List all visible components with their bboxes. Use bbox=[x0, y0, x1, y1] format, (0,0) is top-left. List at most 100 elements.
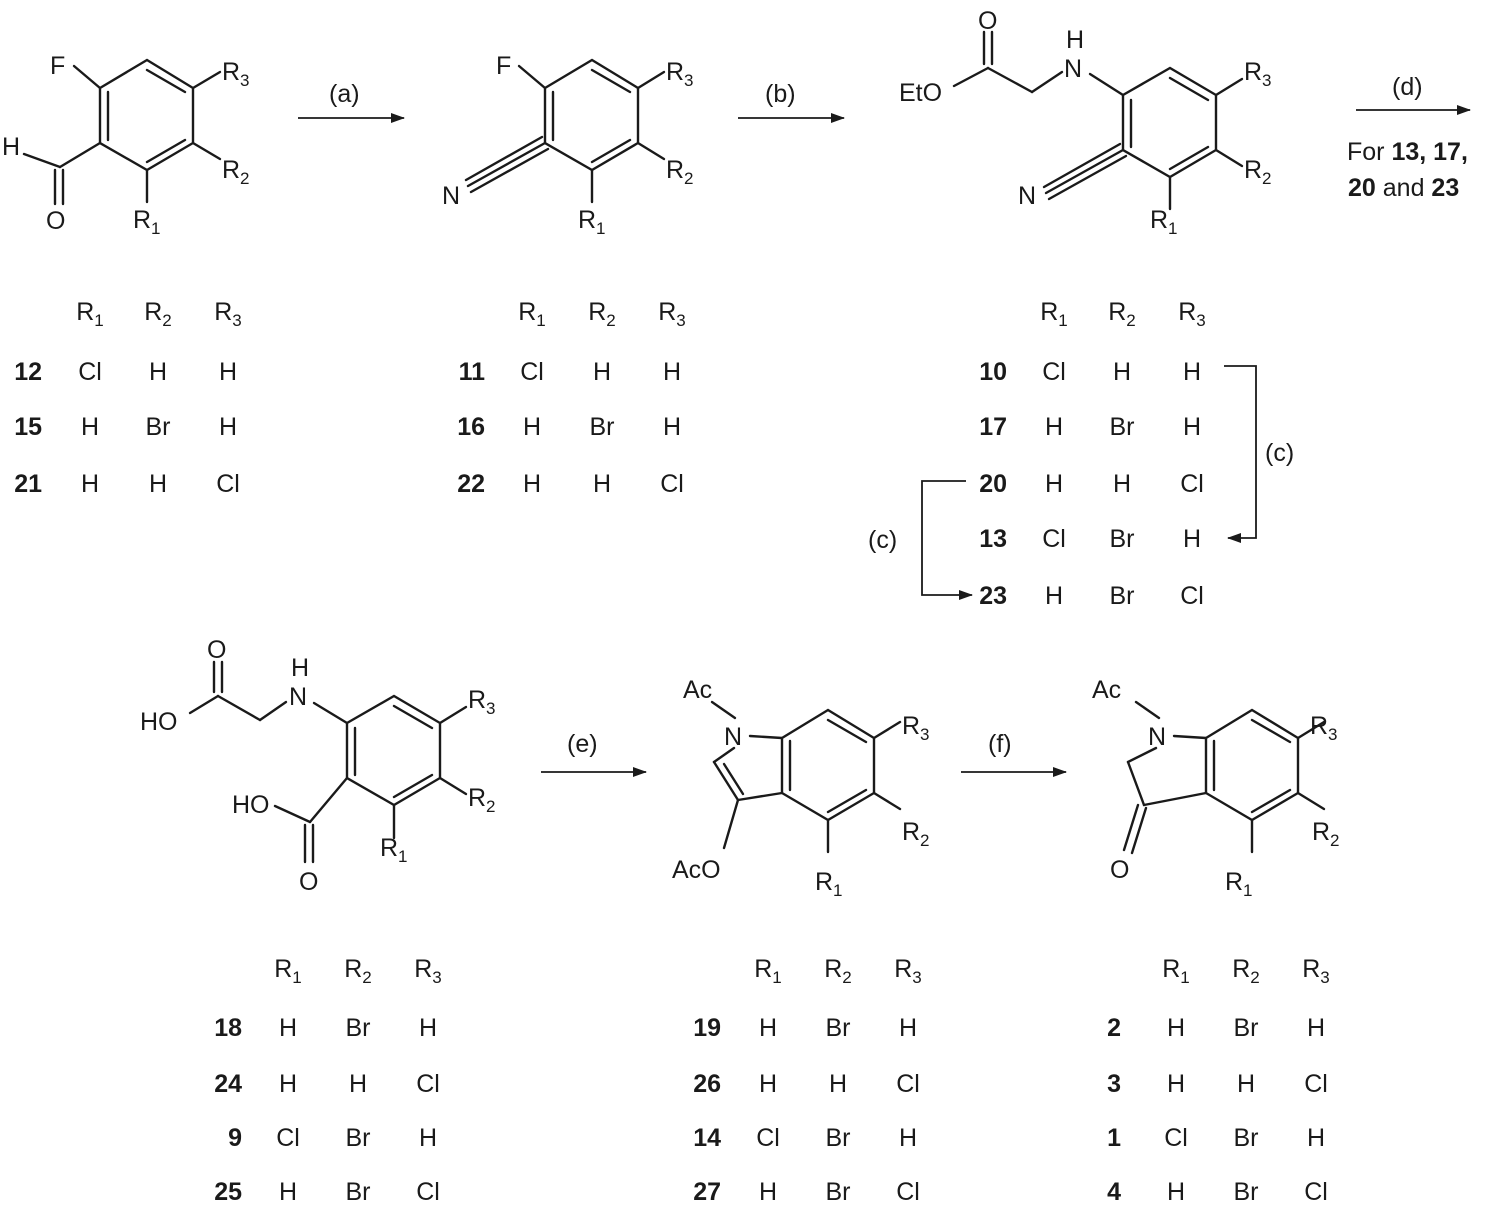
substituent-cell: Br bbox=[826, 1178, 851, 1205]
substituent-cell: H bbox=[349, 1070, 367, 1098]
atom-sub: 3 bbox=[920, 725, 929, 744]
compound-number: 23 bbox=[979, 582, 1007, 610]
compound-number: 3 bbox=[1107, 1070, 1121, 1098]
atom-sub: 2 bbox=[240, 169, 249, 188]
substituent-cell: Br bbox=[146, 413, 171, 441]
table-header: R2 bbox=[1108, 298, 1136, 330]
atom-N: N bbox=[1064, 55, 1082, 83]
compound-number: 18 bbox=[214, 1014, 242, 1042]
substituent-cell: H bbox=[899, 1014, 917, 1042]
compound-number: 10 bbox=[979, 358, 1007, 386]
substituent-cell: H bbox=[899, 1124, 917, 1152]
substituent-cell: Br bbox=[826, 1014, 851, 1042]
compound-number: 24 bbox=[214, 1070, 242, 1098]
atom-O: O bbox=[1110, 856, 1129, 884]
substituent-cell: H bbox=[219, 413, 237, 441]
atom-O: O bbox=[46, 207, 65, 235]
substituent-cell: H bbox=[279, 1070, 297, 1098]
atom-HO: HO bbox=[140, 708, 178, 736]
compound-number: 26 bbox=[693, 1070, 721, 1098]
substituent-cell: H bbox=[81, 413, 99, 441]
atom-Ac: Ac bbox=[1092, 676, 1121, 704]
atom-R: R bbox=[468, 686, 486, 714]
compound-number: 21 bbox=[14, 470, 42, 498]
table-header: R2 bbox=[144, 298, 172, 330]
table-header: R1 bbox=[274, 955, 302, 987]
table-header: R3 bbox=[1178, 298, 1206, 330]
reaction-arrow-f: (f) bbox=[961, 730, 1067, 777]
atom-sub: 2 bbox=[1262, 169, 1271, 188]
substituent-cell: Br bbox=[346, 1014, 371, 1042]
compound-number: 4 bbox=[1107, 1178, 1121, 1205]
atom-sub: 3 bbox=[486, 699, 495, 718]
atom-N: N bbox=[1018, 182, 1036, 210]
atom-sub: 2 bbox=[920, 831, 929, 850]
condition-note: For 13, 17, bbox=[1347, 138, 1468, 166]
condition-label: (e) bbox=[567, 730, 598, 758]
substituent-cell: Cl bbox=[756, 1124, 780, 1152]
table-header: R2 bbox=[1232, 955, 1260, 987]
compound-number: 19 bbox=[693, 1014, 721, 1042]
substituent-cell: Cl bbox=[660, 470, 684, 498]
atom-F: F bbox=[496, 52, 511, 80]
atom-R: R bbox=[666, 156, 684, 184]
atom-R: R bbox=[1150, 206, 1168, 234]
substituent-cell: H bbox=[1045, 470, 1063, 498]
atom-R: R bbox=[222, 156, 240, 184]
atom-HO: HO bbox=[232, 791, 270, 819]
atom-R: R bbox=[1225, 868, 1243, 896]
table-header: R1 bbox=[1040, 298, 1068, 330]
table-header: R2 bbox=[588, 298, 616, 330]
atom-F: F bbox=[50, 52, 65, 80]
table-header: R3 bbox=[1302, 955, 1330, 987]
substituent-cell: H bbox=[81, 470, 99, 498]
substituent-cell: H bbox=[523, 470, 541, 498]
substituent-cell: H bbox=[759, 1178, 777, 1205]
atom-R: R bbox=[902, 818, 920, 846]
substituent-cell: Br bbox=[1110, 413, 1135, 441]
compound-number: 16 bbox=[457, 413, 485, 441]
substituent-cell: H bbox=[1183, 413, 1201, 441]
substituent-cell: Cl bbox=[276, 1124, 300, 1152]
compound-number: 25 bbox=[214, 1178, 242, 1205]
condition-label: (f) bbox=[988, 730, 1012, 758]
condition-label: (c) bbox=[868, 526, 897, 554]
substituent-cell: Br bbox=[826, 1124, 851, 1152]
substituent-cell: H bbox=[759, 1014, 777, 1042]
substituent-cell: H bbox=[829, 1070, 847, 1098]
substituent-cell: H bbox=[523, 413, 541, 441]
compound-number: 13 bbox=[979, 525, 1007, 553]
atom-O: O bbox=[978, 7, 997, 35]
atom-O: O bbox=[207, 636, 226, 664]
structure-diacid: O HO H N R 3 R 2 R 1 HO O bbox=[140, 636, 495, 896]
reaction-arrow-d: (d) For 13, 17, 20 and 23 bbox=[1347, 73, 1471, 202]
table-header: R3 bbox=[894, 955, 922, 987]
substituent-cell: Cl bbox=[78, 358, 102, 386]
substituent-cell: H bbox=[1307, 1014, 1325, 1042]
atom-R: R bbox=[380, 834, 398, 862]
table-header: R1 bbox=[754, 955, 782, 987]
table-header: R1 bbox=[76, 298, 104, 330]
structure-glycine-ester: O EtO H N R 3 R 2 R 1 N bbox=[899, 7, 1271, 238]
atom-R: R bbox=[1312, 818, 1330, 846]
atom-H: H bbox=[291, 654, 309, 682]
substituent-cell: Br bbox=[1110, 525, 1135, 553]
substituent-cell: Cl bbox=[216, 470, 240, 498]
atom-sub: 3 bbox=[1328, 725, 1337, 744]
atom-H: H bbox=[1066, 26, 1084, 54]
substituent-cell: Br bbox=[346, 1124, 371, 1152]
reaction-arrow-e: (e) bbox=[541, 730, 647, 777]
substituent-cell: H bbox=[1307, 1124, 1325, 1152]
table-header: R1 bbox=[518, 298, 546, 330]
substituent-cell: H bbox=[1183, 358, 1201, 386]
condition-label: (d) bbox=[1392, 73, 1423, 101]
structure-aldehyde: F R 3 R 2 R 1 H O bbox=[2, 52, 249, 238]
atom-R: R bbox=[815, 868, 833, 896]
table-header: R3 bbox=[658, 298, 686, 330]
substituent-cell: Cl bbox=[896, 1178, 920, 1205]
compound-number: 22 bbox=[457, 470, 485, 498]
